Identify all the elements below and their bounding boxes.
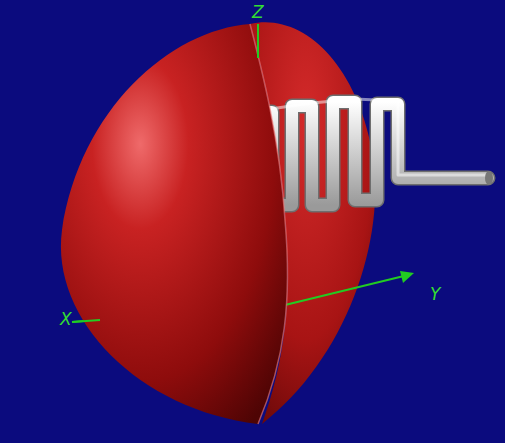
axis-label: Z <box>252 4 264 21</box>
axis-label: X <box>60 311 72 328</box>
axis-label: Y <box>430 286 440 303</box>
meander-antenna <box>256 99 493 205</box>
z-axis-front <box>257 24 259 58</box>
x-axis-front <box>72 320 100 322</box>
lobe-cut-edge <box>250 24 288 424</box>
y-axis <box>285 275 408 305</box>
lobe-front <box>61 24 288 424</box>
y-axis-arrow <box>400 271 414 283</box>
